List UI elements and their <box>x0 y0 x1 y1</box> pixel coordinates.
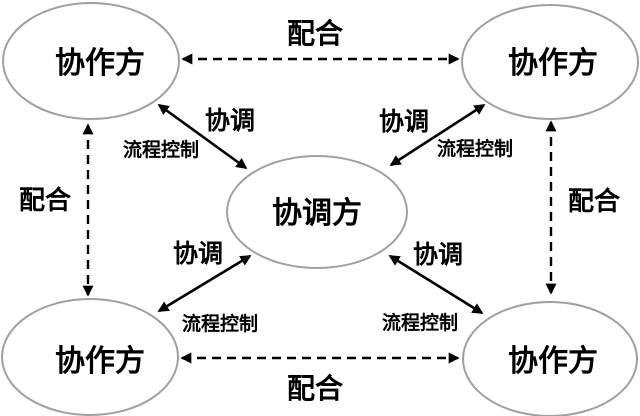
node-bottom-right-label: 协作方 <box>508 344 598 378</box>
label-coordinate-top-left: 协调 <box>205 107 255 135</box>
label-coordinate-top-right: 协调 <box>379 108 429 136</box>
edge-coordinate-bottom-right <box>388 254 484 315</box>
node-center-ellipse <box>226 155 408 269</box>
label-coordinate-bottom-left: 协调 <box>173 240 223 268</box>
node-center: 协调方 <box>226 155 408 269</box>
label-cooperate-top: 配合 <box>287 17 344 49</box>
node-top-right-label: 协作方 <box>508 46 598 80</box>
node-bottom-right: 协作方 <box>462 301 638 416</box>
cooperation-edges <box>82 53 557 364</box>
edge-coordinate-top-left <box>157 103 248 170</box>
node-top-left-ellipse <box>2 2 180 120</box>
label-process-control-bottom-right: 流程控制 <box>382 311 458 334</box>
node-bottom-left-label: 协作方 <box>55 344 145 378</box>
label-process-control-top-left: 流程控制 <box>123 138 199 161</box>
label-coordinate-bottom-right: 协调 <box>413 241 463 269</box>
coordination-edges <box>157 103 486 315</box>
node-top-left: 协作方 <box>2 2 180 120</box>
edge-labels: 配合 配合 配合 配合 协调 协调 协调 协调 流程控制 流程控制 流程控制 流… <box>17 16 622 406</box>
label-process-control-bottom-left: 流程控制 <box>182 312 258 335</box>
node-bottom-right-ellipse <box>462 301 638 416</box>
node-top-right: 协作方 <box>461 4 639 120</box>
label-process-control-top-right: 流程控制 <box>437 137 513 160</box>
edge-coordinate-top-right <box>389 103 486 167</box>
node-top-right-ellipse <box>461 4 639 120</box>
edge-coordinate-bottom-left <box>157 254 252 313</box>
node-center-label: 协调方 <box>272 196 362 230</box>
label-cooperate-left: 配合 <box>19 185 72 215</box>
node-bottom-left: 协作方 <box>1 298 179 416</box>
label-cooperate-right: 配合 <box>568 186 621 216</box>
node-bottom-left-ellipse <box>1 298 179 416</box>
label-cooperate-bottom: 配合 <box>287 372 344 404</box>
node-top-left-label: 协作方 <box>55 46 145 80</box>
